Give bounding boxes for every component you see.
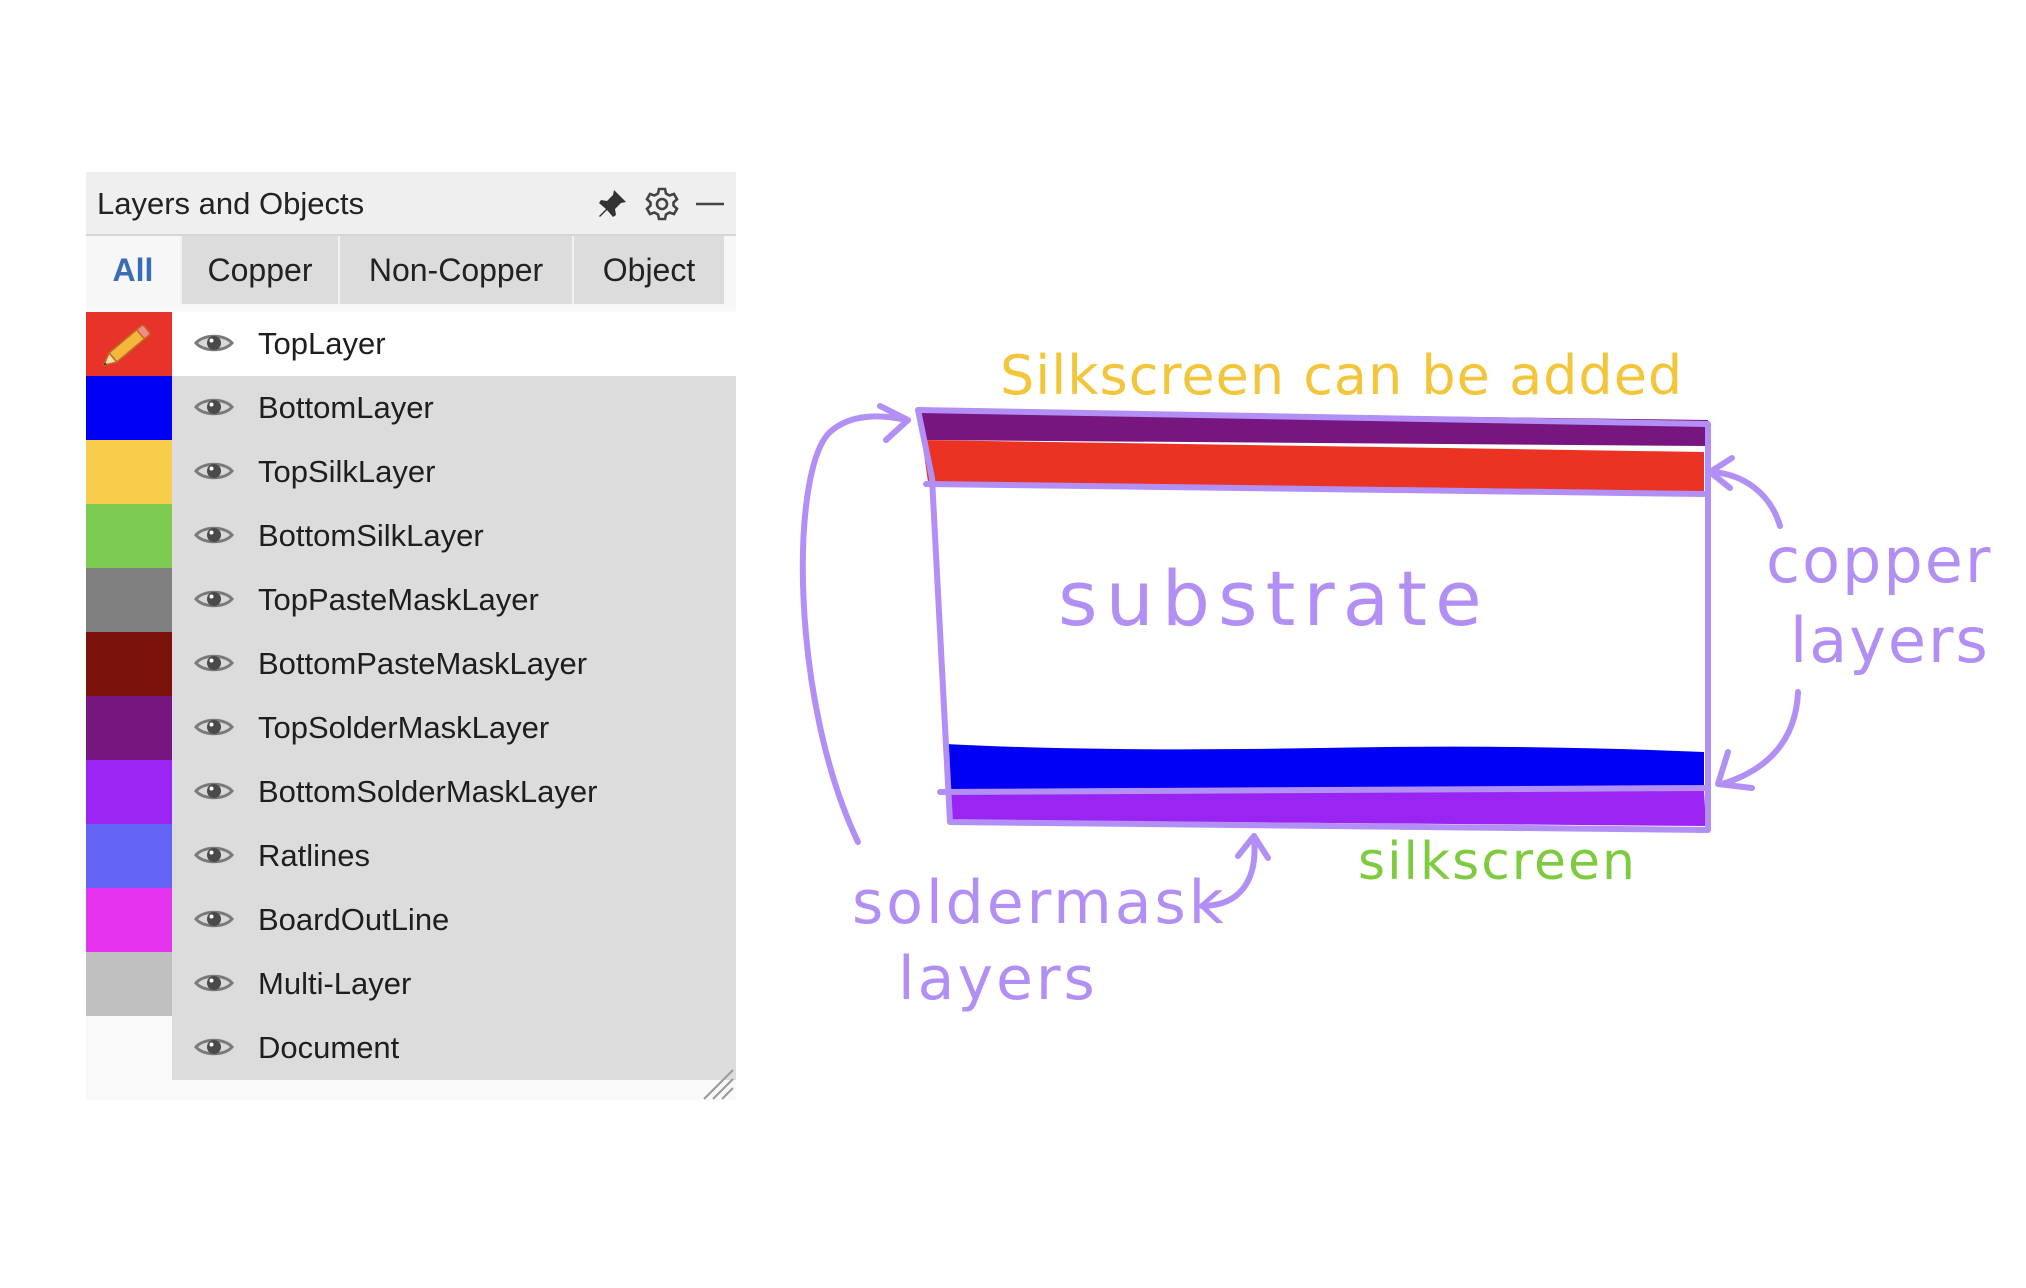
layer-label: BottomSilkLayer — [258, 518, 484, 553]
layer-row-body[interactable] — [172, 824, 736, 888]
tab-all[interactable]: All — [86, 236, 182, 304]
substrate-top-line — [923, 481, 1707, 497]
pencil-icon — [102, 324, 151, 367]
eye-icon[interactable] — [192, 968, 236, 998]
substrate-label: substrate — [1058, 554, 1490, 643]
layer-label: TopLayer — [258, 326, 386, 361]
eye-icon[interactable] — [192, 648, 236, 678]
layer-row[interactable]: TopLayer — [86, 312, 736, 376]
layer-color-swatch[interactable] — [86, 504, 172, 568]
layer-row[interactable]: BottomLayer — [86, 376, 736, 440]
eye-icon[interactable] — [192, 392, 236, 422]
layer-label: TopSolderMaskLayer — [258, 710, 550, 745]
panel-title: Layers and Objects — [97, 186, 365, 221]
tab-copper[interactable]: Copper — [182, 236, 340, 304]
soldermask-arrowhead — [877, 403, 911, 443]
layer-row[interactable]: TopPasteMaskLayer — [86, 568, 736, 632]
layer-row-body[interactable] — [172, 696, 736, 760]
substrate-bottom-line — [937, 785, 1711, 795]
layer-row[interactable]: TopSolderMaskLayer — [86, 696, 736, 760]
top-soldermask-band — [920, 410, 1708, 446]
layer-color-swatch[interactable] — [86, 760, 172, 824]
layer-color-swatch[interactable] — [86, 888, 172, 952]
eye-icon[interactable] — [192, 328, 236, 358]
eye-icon[interactable] — [192, 712, 236, 742]
layer-label: Multi-Layer — [258, 966, 412, 1001]
soldermask-label-line2: layers — [898, 944, 1098, 1014]
minimize-icon[interactable] — [692, 186, 728, 222]
layer-color-swatch[interactable] — [86, 376, 172, 440]
layer-row-body[interactable] — [172, 952, 736, 1016]
eye-icon[interactable] — [192, 1032, 236, 1062]
bottom-copper-band — [946, 744, 1704, 792]
eye-icon[interactable] — [192, 840, 236, 870]
layer-label: Ratlines — [258, 838, 370, 873]
soldermask-label-line1: soldermask — [852, 868, 1227, 938]
layer-row[interactable]: Document — [86, 1016, 736, 1080]
panel-header: Layers and Objects — [86, 172, 736, 236]
layer-row[interactable]: Multi-Layer — [86, 952, 736, 1016]
layer-row-body[interactable] — [172, 504, 736, 568]
eye-icon[interactable] — [192, 904, 236, 934]
layer-label: Document — [258, 1030, 400, 1065]
layer-row-body[interactable] — [172, 888, 736, 952]
layer-row-body[interactable] — [172, 568, 736, 632]
pin-icon[interactable] — [594, 186, 630, 222]
layers-panel: Layers and Objects All Copper Non-Copper… — [86, 172, 736, 1100]
layer-color-swatch[interactable] — [86, 696, 172, 760]
eye-icon[interactable] — [192, 584, 236, 614]
eye-icon[interactable] — [192, 520, 236, 550]
layer-color-swatch[interactable] — [86, 632, 172, 696]
layer-color-swatch[interactable] — [86, 1016, 172, 1080]
layer-color-swatch[interactable] — [86, 440, 172, 504]
layer-label: BottomLayer — [258, 390, 434, 425]
soldermask-arrow — [799, 413, 909, 845]
layer-row-body[interactable] — [172, 376, 736, 440]
layer-label: TopPasteMaskLayer — [258, 582, 539, 617]
layer-color-swatch[interactable] — [86, 952, 172, 1016]
layer-label: BottomSolderMaskLayer — [258, 774, 598, 809]
layer-color-swatch[interactable] — [86, 824, 172, 888]
layer-color-swatch[interactable] — [86, 312, 172, 376]
silkscreen-annotation: Silkscreen can be added — [1000, 344, 1684, 407]
layer-row[interactable]: BoardOutLine — [86, 888, 736, 952]
silkscreen-bottom-label: silkscreen — [1358, 832, 1637, 892]
layer-row-body[interactable] — [172, 440, 736, 504]
layer-row[interactable]: BottomSolderMaskLayer — [86, 760, 736, 824]
copper-label-line1: copper — [1766, 524, 1993, 597]
layer-row[interactable]: Ratlines — [86, 824, 736, 888]
layer-row-body[interactable] — [172, 760, 736, 824]
eye-icon[interactable] — [192, 776, 236, 806]
layer-row[interactable]: TopSilkLayer — [86, 440, 736, 504]
tab-object[interactable]: Object — [574, 236, 724, 304]
layer-color-swatch[interactable] — [86, 568, 172, 632]
copper-label-line2: layers — [1790, 604, 1990, 677]
resize-grip-icon[interactable] — [700, 1066, 734, 1100]
bottom-soldermask-band — [948, 790, 1706, 826]
layer-label: BottomPasteMaskLayer — [258, 646, 588, 681]
copper-top-arrow — [1709, 469, 1783, 529]
layer-row-body[interactable] — [172, 632, 736, 696]
layer-label: TopSilkLayer — [258, 454, 436, 489]
top-copper-band — [922, 440, 1704, 494]
gear-icon[interactable] — [644, 186, 680, 222]
layer-row-body[interactable] — [172, 312, 736, 376]
copper-bottom-arrowhead — [1715, 749, 1755, 791]
eye-icon[interactable] — [192, 456, 236, 486]
layer-row[interactable]: BottomSilkLayer — [86, 504, 736, 568]
layer-label: BoardOutLine — [258, 902, 450, 937]
layer-row-body[interactable] — [172, 1016, 736, 1080]
copper-top-arrowhead — [1707, 455, 1735, 491]
layer-tabs: All Copper Non-Copper Object — [86, 236, 736, 308]
layer-row[interactable]: BottomPasteMaskLayer — [86, 632, 736, 696]
tab-non-copper[interactable]: Non-Copper — [340, 236, 574, 304]
soldermask-bottom-arrowhead — [1235, 833, 1271, 861]
copper-bottom-arrow — [1719, 689, 1801, 787]
